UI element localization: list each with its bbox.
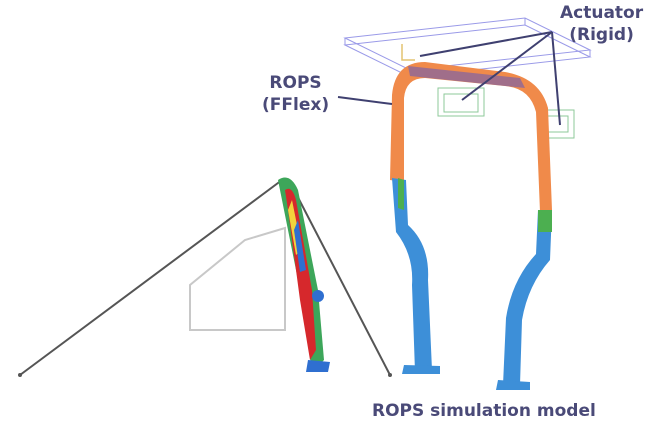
rops-label: ROPS (FFlex): [262, 72, 329, 116]
cable-anchor-right: [388, 373, 392, 377]
cable-anchor-left: [18, 373, 22, 377]
actuator-label: Actuator (Rigid): [560, 2, 643, 46]
rops-label-line2: (FFlex): [262, 94, 329, 116]
leader-actuator-3: [552, 32, 560, 125]
leader-actuator-1: [420, 32, 552, 56]
leader-rops: [338, 97, 392, 104]
diagram-caption: ROPS simulation model: [372, 400, 596, 422]
cab-outline: [190, 228, 285, 330]
rops-label-line1: ROPS: [262, 72, 329, 94]
actuator-hook: [402, 44, 415, 60]
actuator-label-line2: (Rigid): [560, 24, 643, 46]
actuator-blocks: [438, 88, 574, 138]
cable-left: [20, 180, 282, 375]
rops-frame: [390, 62, 552, 390]
actuator-label-line1: Actuator: [560, 2, 643, 24]
